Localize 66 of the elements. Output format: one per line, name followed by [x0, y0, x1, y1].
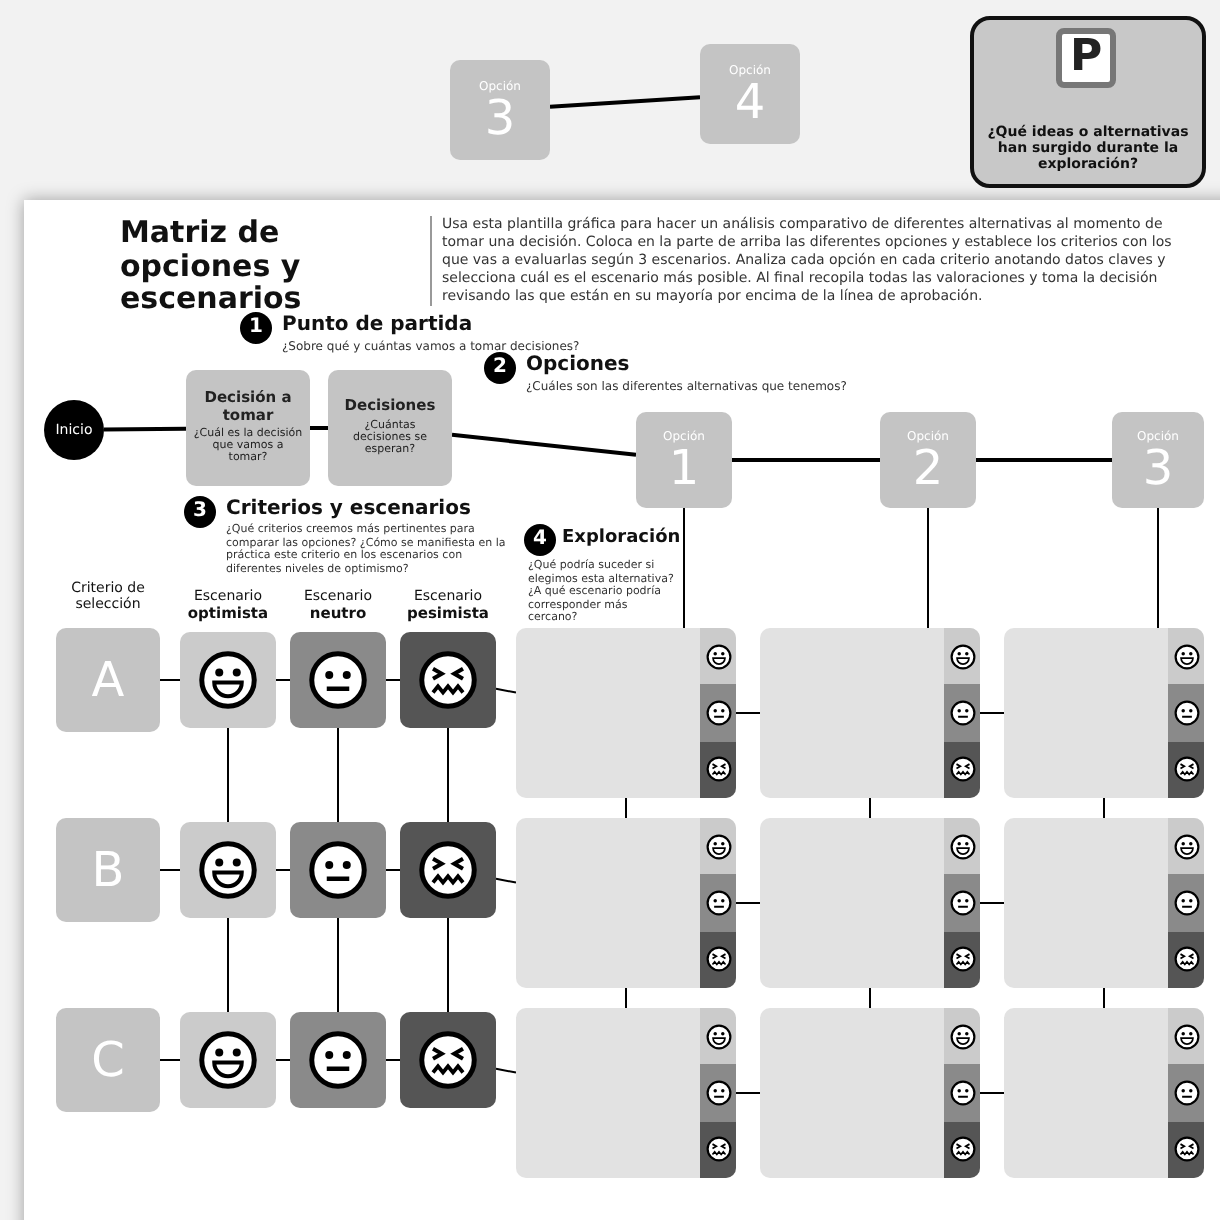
connector-line [227, 917, 229, 1013]
connector-line [385, 1059, 401, 1061]
connector-line [159, 679, 181, 681]
exploration-card [516, 818, 736, 988]
connector-line [385, 679, 401, 681]
criterion-box: B [56, 818, 160, 922]
connector-line [1103, 987, 1105, 1009]
connector-line [979, 902, 1005, 904]
step-heading: Exploración [562, 528, 681, 548]
scenario-box [290, 1012, 386, 1108]
connector-line [625, 797, 627, 819]
step-heading: Punto de partida [282, 314, 473, 336]
worksheet-title: Matriz de opciones y escenarios [120, 216, 302, 315]
connector-line [275, 679, 291, 681]
connector-line [1157, 507, 1159, 629]
connector-line [869, 987, 871, 1009]
connector-line [979, 712, 1005, 714]
connector-line [159, 1059, 181, 1061]
scenario-box [180, 822, 276, 918]
exploration-card [760, 628, 980, 798]
scenario-box [400, 822, 496, 918]
connector-line [337, 727, 339, 823]
exploration-card [1004, 818, 1204, 988]
scenario-box [290, 632, 386, 728]
connector-line [337, 917, 339, 1013]
connector-line [683, 507, 685, 629]
connector-line [447, 917, 449, 1013]
exploration-card [760, 1008, 980, 1178]
scenario-box [180, 1012, 276, 1108]
connector-line [976, 458, 1112, 462]
connector-line [451, 432, 637, 457]
connector-line [735, 712, 761, 714]
scenario-box [180, 632, 276, 728]
connector-line [495, 877, 517, 884]
connector-line [275, 1059, 291, 1061]
exploration-card [516, 628, 736, 798]
connector-line [310, 426, 328, 430]
connector-line [495, 1067, 517, 1074]
connector-line [732, 458, 880, 462]
criterion-box: A [56, 628, 160, 732]
connector-line [927, 507, 929, 629]
connector-line [275, 869, 291, 871]
step-heading: Opciones [526, 354, 630, 376]
connector-line [625, 987, 627, 1009]
connector-line [979, 1092, 1005, 1094]
exploration-card [1004, 628, 1204, 798]
parking-sign: P [1056, 28, 1116, 88]
scenario-box [290, 822, 386, 918]
connector-line [735, 1092, 761, 1094]
connector-line [159, 869, 181, 871]
connector-line [1103, 797, 1105, 819]
connector-line [385, 869, 401, 871]
connector-line [869, 797, 871, 819]
exploration-card [516, 1008, 736, 1178]
criterion-box: C [56, 1008, 160, 1112]
scenario-box [400, 1012, 496, 1108]
connector-line [227, 727, 229, 823]
connector-line [103, 426, 187, 432]
connector-line [495, 687, 517, 694]
scenario-box [400, 632, 496, 728]
exploration-card [760, 818, 980, 988]
connector-line [549, 95, 701, 109]
step-heading: Criterios y escenarios [226, 498, 471, 520]
connector-line [447, 727, 449, 823]
connector-line [735, 902, 761, 904]
exploration-card [1004, 1008, 1204, 1178]
